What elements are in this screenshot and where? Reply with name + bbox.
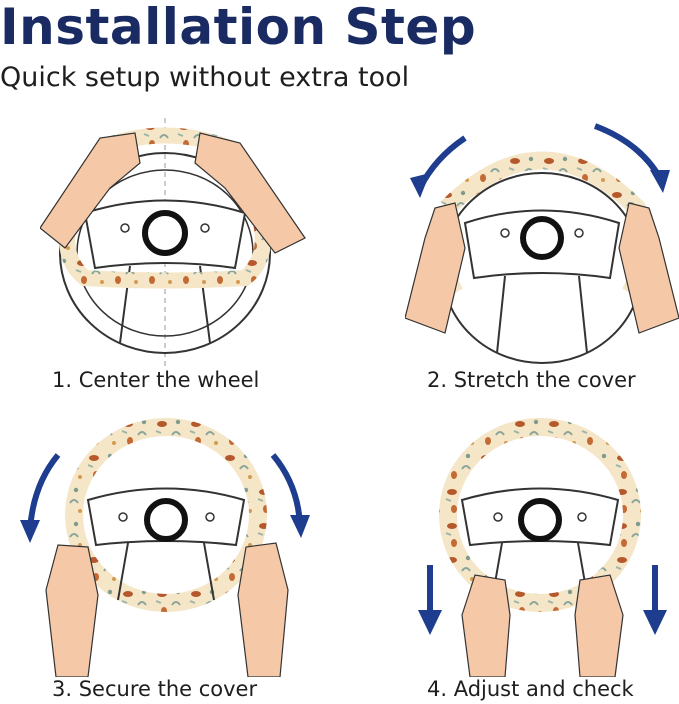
- step-4-panel: [410, 415, 679, 677]
- step-3-label: 3. Secure the cover: [52, 677, 258, 701]
- page-subtitle: Quick setup without extra tool: [0, 62, 410, 93]
- step-2-panel: [405, 118, 679, 368]
- step-2-label: 2. Stretch the cover: [427, 368, 636, 392]
- step-1-illustration: [40, 118, 306, 368]
- step-4-label: 4. Adjust and check: [427, 677, 634, 701]
- step-1-label: 1. Center the wheel: [52, 368, 260, 392]
- page-title: Installation Step: [0, 0, 477, 56]
- step-4-illustration: [418, 418, 667, 677]
- step-3-illustration: [20, 418, 310, 677]
- step-2-illustration: [405, 123, 679, 364]
- step-1-panel: [40, 118, 320, 368]
- step-3-panel: [18, 415, 318, 677]
